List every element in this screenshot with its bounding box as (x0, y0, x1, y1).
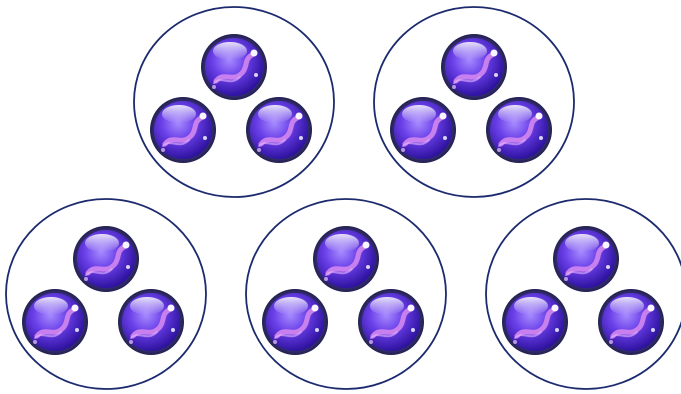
purple-marble-icon (358, 289, 424, 355)
purple-marble-icon (73, 226, 139, 292)
purple-marble-icon (246, 97, 312, 163)
purple-marble-icon (262, 289, 328, 355)
purple-marble-icon (390, 97, 456, 163)
purple-marble-icon (486, 97, 552, 163)
purple-marble-icon (553, 226, 619, 292)
purple-marble-icon (313, 226, 379, 292)
purple-marble-icon (22, 289, 88, 355)
purple-marble-icon (502, 289, 568, 355)
purple-marble-icon (150, 97, 216, 163)
purple-marble-icon (118, 289, 184, 355)
purple-marble-icon (598, 289, 664, 355)
purple-marble-icon (441, 34, 507, 100)
purple-marble-icon (201, 34, 267, 100)
